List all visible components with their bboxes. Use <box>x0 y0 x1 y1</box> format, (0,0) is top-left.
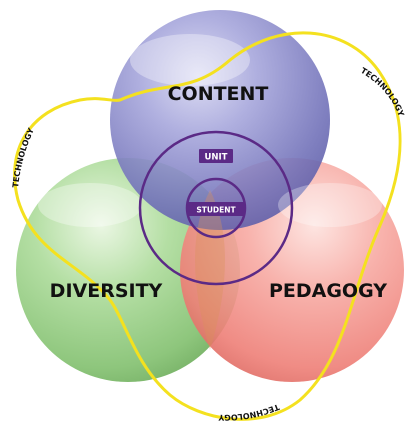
diversity-gloss <box>38 183 142 227</box>
technology-label-top: TECHNOLOGY <box>359 66 406 118</box>
technology-loop <box>13 31 402 421</box>
unit-badge <box>199 149 233 163</box>
student-badge <box>188 202 244 216</box>
content-label: CONTENT <box>168 83 269 105</box>
content-circle <box>110 10 330 230</box>
student-ring <box>185 177 247 239</box>
overlap-region <box>195 190 225 350</box>
pedagogy-label: PEDAGOGY <box>269 280 387 302</box>
pedagogy-gloss <box>278 183 382 227</box>
unit-label: UNIT <box>205 153 228 163</box>
student-label: STUDENT <box>196 206 236 215</box>
unit-ring <box>138 130 294 286</box>
technology-label-bottom: TECHNOLOGY <box>218 402 280 422</box>
content-gloss <box>130 34 250 86</box>
diversity-label: DIVERSITY <box>50 280 163 302</box>
